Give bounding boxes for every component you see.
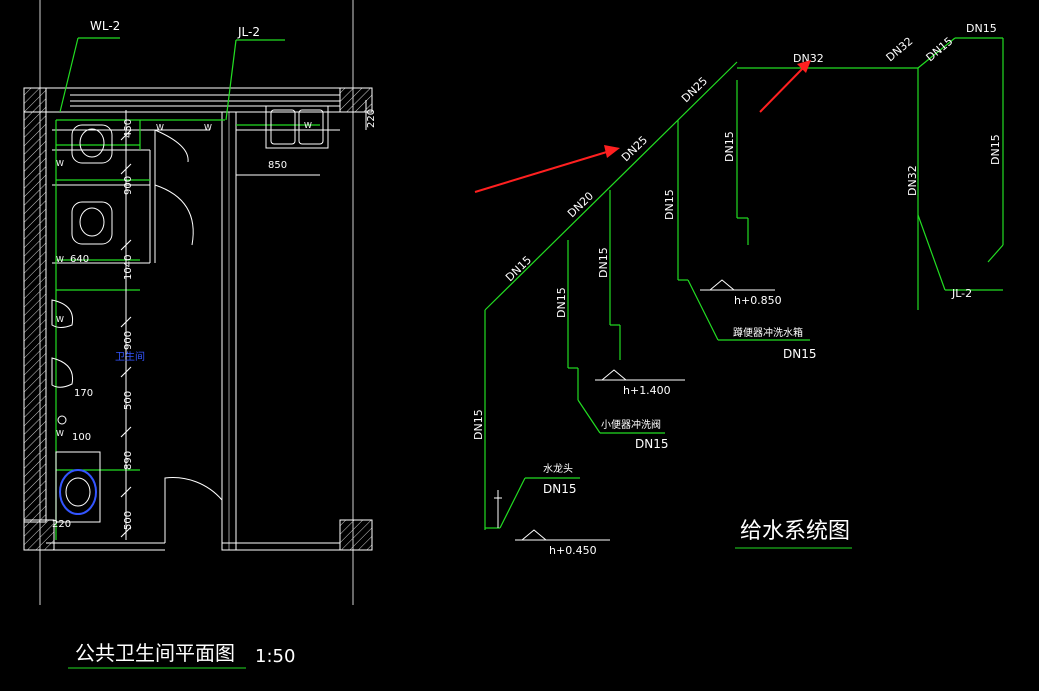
pipe-label: DN15 — [663, 189, 676, 220]
elevation-label: h+0.850 — [734, 294, 782, 307]
plan-riser-leaders — [59, 37, 285, 121]
room-label: 卫生间 — [115, 350, 145, 363]
pipe-label: DN32 — [906, 165, 919, 196]
elevation-markers — [494, 279, 775, 541]
fixture-label: 蹲便器冲洗水箱 — [733, 326, 803, 339]
dim-label: 640 — [70, 254, 89, 265]
dimension-chain — [120, 100, 367, 540]
squat-toilet-fixtures — [71, 124, 113, 245]
urinal-fixtures — [51, 299, 74, 425]
dim-label: 900 — [123, 331, 134, 350]
plan-scale: 1:50 — [255, 646, 295, 667]
entrance-door — [164, 477, 223, 543]
red-arrows — [474, 60, 811, 193]
pipe-mark: W — [204, 123, 212, 132]
pipe-label: DN15 — [472, 409, 485, 440]
fixture-label: 水龙头 — [543, 462, 573, 475]
pipe-label: DN15 — [989, 134, 1002, 165]
pipe-label: DN25 — [619, 133, 650, 164]
fixture-dn: DN15 — [783, 347, 817, 361]
system-title: 给水系统图 — [740, 519, 850, 544]
dim-label: 1040 — [123, 255, 134, 280]
pipe-label: DN15 — [597, 247, 610, 278]
fixture-label: 小便器冲洗阀 — [601, 418, 661, 431]
dim-label: 170 — [74, 388, 93, 399]
riser-label-wl: WL-2 — [90, 19, 120, 33]
riser-label-jl: JL-2 — [237, 25, 260, 39]
pipe-label: DN15 — [924, 35, 956, 65]
dim-label: 220 — [366, 109, 377, 128]
pipe-mark: W — [56, 255, 64, 264]
fixture-dn: DN15 — [635, 437, 669, 451]
dim-label: 220 — [52, 519, 71, 530]
pipe-label: DN32 — [884, 35, 916, 65]
pipe-label: DN25 — [679, 74, 710, 105]
system-pipes — [484, 37, 1004, 530]
riser-label: JL-2 — [951, 287, 972, 300]
mop-sink — [265, 105, 329, 149]
dim-label: 500 — [123, 511, 134, 530]
pipe-mark: W — [56, 159, 64, 168]
pipe-label: DN15 — [555, 287, 568, 318]
pipe-label: DN32 — [793, 52, 824, 65]
pipe-mark: W — [156, 123, 164, 132]
stall-partitions — [52, 129, 210, 264]
floor-plan: W W W W W W W — [23, 0, 377, 669]
fixture-dn: DN15 — [543, 482, 577, 496]
dim-label: 850 — [268, 160, 287, 171]
plan-title: 公共卫生间平面图 — [75, 641, 235, 665]
pipe-label: DN15 — [503, 253, 534, 284]
pipe-mark: W — [56, 315, 64, 324]
walls — [23, 87, 373, 551]
wash-basin — [55, 451, 101, 523]
pipe-label: DN15 — [966, 22, 997, 35]
elevation-label: h+0.450 — [549, 544, 597, 557]
water-supply-system-diagram: DN15 DN32 DN32 DN15 DN25 DN25 DN20 DN15 … — [472, 22, 1004, 557]
dim-label: 500 — [123, 391, 134, 410]
dim-label: 100 — [72, 432, 91, 443]
pipe-mark: W — [304, 121, 312, 130]
dim-label: 890 — [123, 451, 134, 470]
window-band — [23, 87, 373, 113]
pipe-label: DN15 — [723, 131, 736, 162]
pipe-mark: W — [56, 429, 64, 438]
dim-label: 450 — [123, 119, 134, 138]
dim-label: 900 — [123, 176, 134, 195]
elevation-label: h+1.400 — [623, 384, 671, 397]
plan-pipes — [55, 119, 320, 540]
pipe-marks: W W W W W W W — [56, 121, 312, 438]
